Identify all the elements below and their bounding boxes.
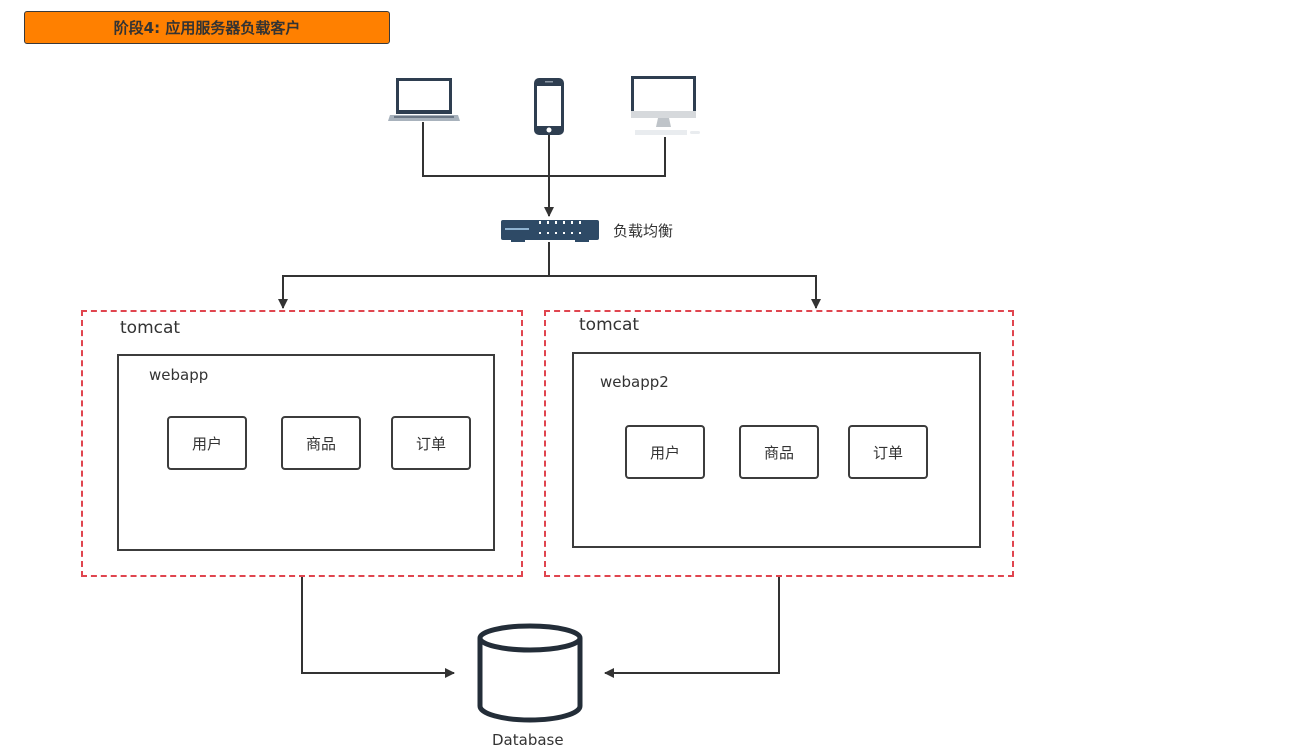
line-tomcat2-db [604,577,780,678]
stage-title: 阶段4: 应用服务器负载客户 [24,11,390,44]
tomcat-container-1 [81,310,523,577]
tomcat-label-2: tomcat [579,315,640,335]
load-balancer [501,218,599,247]
laptop-icon [388,78,460,121]
module-order-2: 订单 [848,425,928,479]
module-user-2: 用户 [625,425,705,479]
module-product-2: 商品 [739,425,819,479]
client-desktop [630,75,702,143]
tomcat-container-2 [544,310,1014,577]
line-tomcat1-db [301,577,455,678]
webapp-label-1: webapp [149,366,209,384]
webapp-box-2 [572,352,981,548]
module-product-1: 商品 [281,416,361,470]
network-switch-icon [501,220,599,242]
line-to-tomcat2 [549,275,821,309]
database [476,622,584,728]
desktop-monitor-icon [631,76,700,135]
database-cylinder-icon [477,623,583,723]
module-order-1: 订单 [391,416,471,470]
client-smartphone [533,77,565,139]
tomcat-label-1: tomcat [120,318,181,338]
webapp-label-2: webapp2 [600,373,669,391]
load-balancer-label: 负载均衡 [613,222,674,240]
line-laptop [422,122,666,177]
smartphone-icon [534,78,564,135]
line-to-tomcat1 [278,275,549,309]
webapp-box-1 [117,354,495,551]
database-label: Database [492,731,564,749]
module-user-1: 用户 [167,416,247,470]
client-laptop [388,77,460,127]
